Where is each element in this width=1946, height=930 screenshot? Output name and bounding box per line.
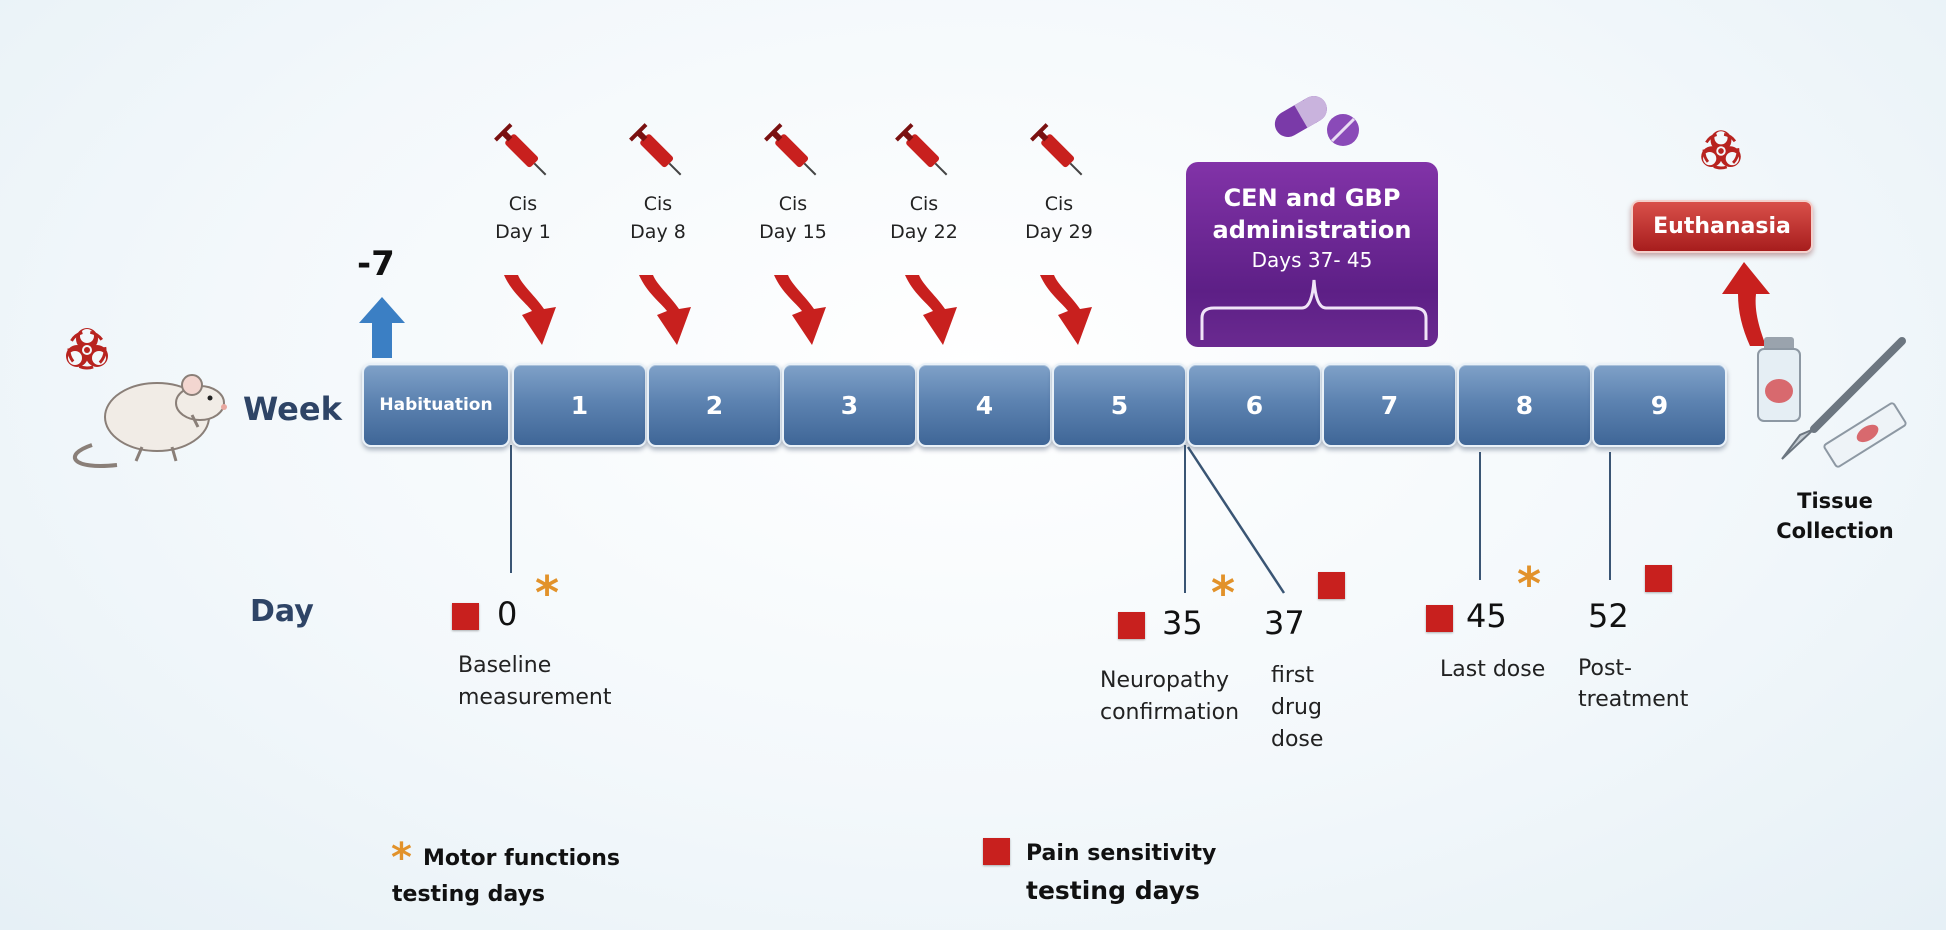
injection-day: Day 22 [890, 221, 958, 243]
injection-1: Cis Day 1 [463, 118, 583, 348]
pain-test-marker [452, 603, 479, 630]
syringe-icon [764, 123, 817, 176]
injection-day: Day 15 [759, 221, 827, 243]
curved-down-arrow-icon [905, 275, 957, 345]
week-box-2: 2 [647, 363, 782, 447]
injection-drug: Cis [909, 193, 939, 215]
connector-day-0 [510, 445, 512, 573]
biohazard-icon [1701, 130, 1741, 170]
milestone-description: dose [1271, 727, 1324, 752]
pill-icon [1274, 96, 1359, 146]
drug-box-line2: administration [1212, 216, 1412, 244]
syringe-icon [494, 123, 547, 176]
injection-drug: Cis [778, 193, 808, 215]
week-box-habituation: Habituation [362, 363, 510, 447]
milestone-description: drug [1271, 695, 1322, 720]
legend-motor-line1: Motor functions [423, 846, 621, 871]
tissue-line2: Collection [1776, 519, 1894, 543]
drug-administration-box: CEN and GBP administration Days 37- 45 [1186, 162, 1438, 347]
milestone-description: Post- [1578, 656, 1632, 681]
legend-motor-star: * [391, 835, 412, 881]
week-box-4: 4 [917, 363, 1052, 447]
week-box-1: 1 [512, 363, 647, 447]
connector-day-45 [1479, 452, 1481, 580]
slide-icon [1823, 402, 1907, 468]
curved-down-arrow-icon [774, 275, 826, 345]
injection-day: Day 8 [630, 221, 686, 243]
drug-box-line1: CEN and GBP [1223, 184, 1401, 212]
pain-test-marker [1318, 572, 1345, 599]
legend-motor-line2: testing days [392, 882, 546, 907]
injection-4: Cis Day 22 [864, 118, 984, 348]
legend-pain-line1: Pain sensitivity [1026, 841, 1217, 866]
curved-down-arrow-icon [504, 275, 556, 345]
rat-icon [72, 374, 227, 468]
syringe-icon [1030, 123, 1083, 176]
day-number: 37 [1264, 604, 1305, 642]
up-arrow-icon [359, 297, 405, 358]
pain-test-marker [1426, 605, 1453, 632]
curved-down-arrow-icon [1040, 275, 1092, 345]
syringe-icon [629, 123, 682, 176]
pain-test-marker [1118, 612, 1145, 639]
milestone-description: confirmation [1100, 700, 1240, 725]
day-number: 0 [497, 595, 518, 633]
tissue-line1: Tissue [1797, 489, 1873, 513]
injection-drug: Cis [643, 193, 673, 215]
milestone-description: measurement [458, 685, 612, 710]
connector-day-52 [1609, 452, 1611, 580]
injection-2: Cis Day 8 [598, 118, 718, 348]
week-box-7: 7 [1322, 363, 1457, 447]
connector-day-35 [1184, 445, 1186, 593]
scalpel-icon [1781, 337, 1906, 460]
drug-period-bracket [1200, 279, 1428, 340]
motor-test-marker: * [1517, 557, 1542, 611]
injection-5: Cis Day 29 [999, 118, 1119, 348]
milestone-description: first [1271, 663, 1314, 688]
milestone-description: Last dose [1440, 657, 1546, 682]
motor-test-marker: * [535, 566, 560, 620]
milestone-description: Baseline [458, 653, 552, 678]
drug-box-days: Days 37- 45 [1251, 248, 1373, 272]
day-number: 52 [1588, 597, 1629, 635]
biohazard-icon [66, 328, 108, 370]
day-number: 35 [1162, 604, 1203, 642]
curved-up-arrow-icon [1722, 262, 1770, 346]
injection-3: Cis Day 15 [733, 118, 853, 348]
syringe-icon [895, 123, 948, 176]
week-box-9: 9 [1592, 363, 1727, 447]
week-axis-label: Week [243, 390, 342, 428]
milestone-description: Neuropathy [1100, 668, 1229, 693]
injection-day: Day 1 [495, 221, 551, 243]
legend-pain-line2: testing days [1026, 876, 1200, 905]
tissue-collection-label: Tissue Collection [1760, 486, 1910, 546]
vial-icon [1757, 337, 1801, 422]
injection-drug: Cis [1044, 193, 1074, 215]
week-box-8: 8 [1457, 363, 1592, 447]
injection-drug: Cis [508, 193, 538, 215]
pain-test-marker [1645, 565, 1672, 592]
motor-test-marker: * [1211, 566, 1236, 620]
legend-pain-square [983, 838, 1010, 865]
euthanasia-box: Euthanasia [1631, 200, 1813, 253]
day-axis-label: Day [250, 594, 314, 629]
day-number: 45 [1466, 597, 1507, 635]
pre-week-label: -7 [357, 244, 395, 284]
injection-day: Day 29 [1025, 221, 1093, 243]
week-box-6: 6 [1187, 363, 1322, 447]
week-box-5: 5 [1052, 363, 1187, 447]
milestone-description: treatment [1578, 687, 1689, 712]
week-box-3: 3 [782, 363, 917, 447]
curved-down-arrow-icon [639, 275, 691, 345]
connector-day-37 [1186, 446, 1286, 594]
